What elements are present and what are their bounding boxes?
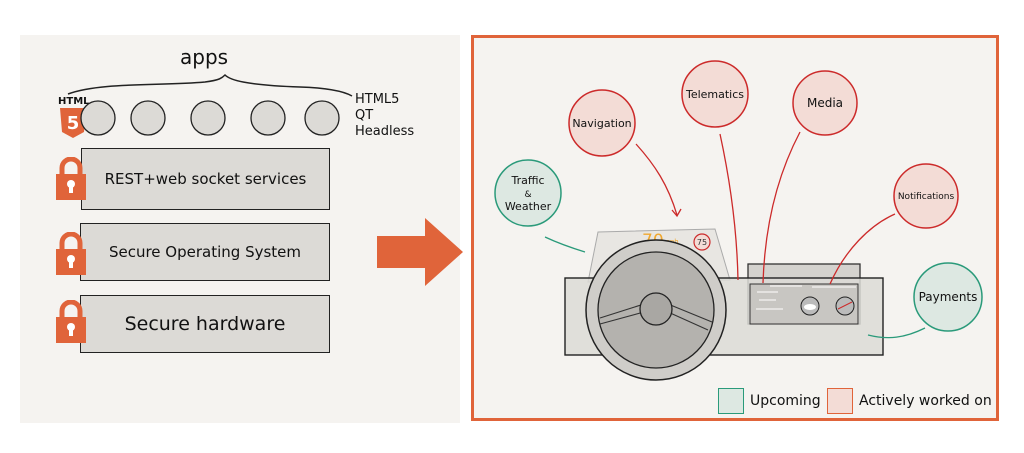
lock-icon <box>56 232 86 275</box>
feature-payments: Payments <box>913 262 983 332</box>
connector-telematics <box>719 133 739 281</box>
feature-label: Notifications <box>898 192 955 202</box>
layer-rest-websocket: REST+web socket services <box>81 148 330 210</box>
app-slots <box>80 100 340 136</box>
apps-brace <box>67 73 353 97</box>
legend-label: Actively worked on <box>859 393 992 409</box>
feature-media: Media <box>792 70 858 136</box>
layer-label: REST+web socket services <box>104 170 307 188</box>
feature-telematics: Telematics <box>681 60 749 128</box>
legend-active: Actively worked on <box>827 388 992 414</box>
feature-label: Payments <box>919 290 978 304</box>
format-qt: QT <box>355 108 374 123</box>
connector-traffic <box>544 236 586 253</box>
html5-glyph: 5 <box>67 113 80 134</box>
layer-secure-hardware: Secure hardware <box>80 295 330 353</box>
html5-label: HTML <box>58 96 90 107</box>
feature-traffic-weather: Traffic &Weather <box>494 159 562 227</box>
app-slot <box>80 100 116 136</box>
speed-limit-sign <box>693 233 711 251</box>
feature-label: Traffic <box>510 174 544 187</box>
feature-label: & <box>524 190 531 200</box>
lock-icon <box>56 157 86 200</box>
layer-secure-os: Secure Operating System <box>80 223 330 281</box>
connector-payments <box>867 327 926 339</box>
right-arrow-icon <box>377 218 463 286</box>
apps-title: apps <box>180 45 229 69</box>
app-formats: HTML5 QT Headless <box>355 92 414 140</box>
app-slot <box>190 100 226 136</box>
steering-wheel-icon <box>585 239 727 381</box>
speed-limit-value: 75 <box>697 238 707 247</box>
legend-swatch-active <box>827 388 853 414</box>
app-slot <box>304 100 340 136</box>
connector-navigation <box>635 143 678 216</box>
feature-navigation: Navigation <box>568 89 636 157</box>
format-headless: Headless <box>355 124 415 139</box>
format-html5: HTML5 <box>355 92 400 107</box>
connector-notifications <box>829 213 896 285</box>
layer-label: Secure Operating System <box>108 243 302 261</box>
feature-label: Media <box>807 96 843 110</box>
legend-upcoming: Upcoming <box>718 388 821 414</box>
app-slot <box>250 100 286 136</box>
feature-label: Navigation <box>572 117 631 130</box>
html5-shield-icon: 5 <box>60 108 86 138</box>
layer-label: Secure hardware <box>124 313 286 335</box>
app-slot <box>130 100 166 136</box>
feature-label: Weather <box>505 200 552 213</box>
legend-swatch-upcoming <box>718 388 744 414</box>
legend-label: Upcoming <box>750 393 821 409</box>
feature-label: Telematics <box>685 88 744 101</box>
lock-icon <box>56 300 86 343</box>
connector-media <box>762 131 801 284</box>
html5-badge: HTML 5 <box>56 96 92 139</box>
feature-notifications: Notifications <box>893 163 959 229</box>
